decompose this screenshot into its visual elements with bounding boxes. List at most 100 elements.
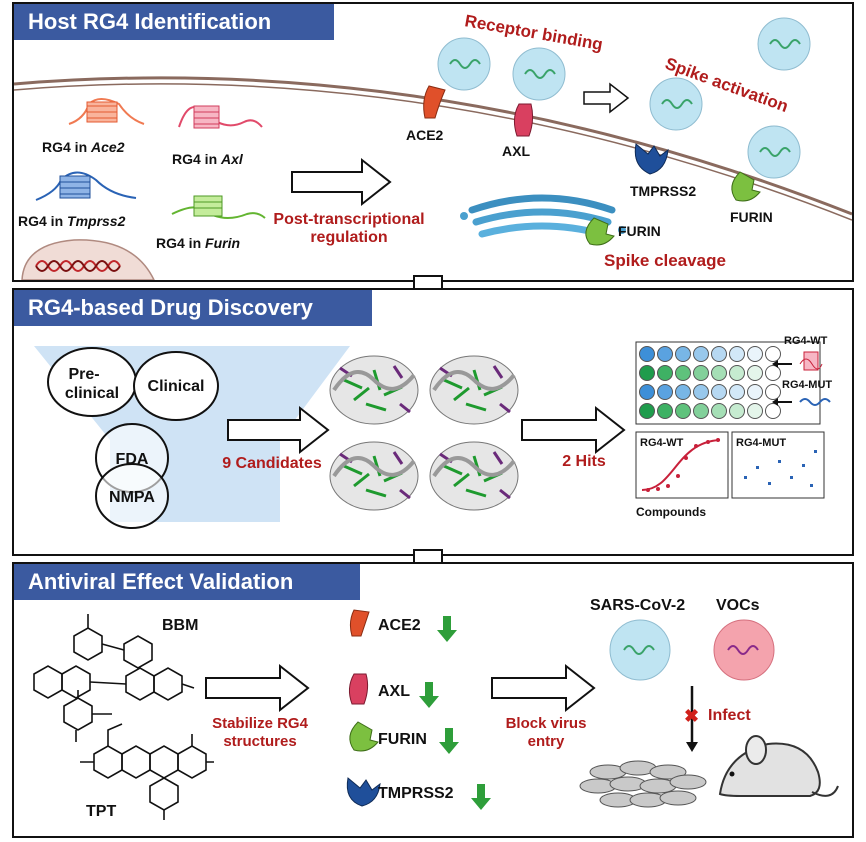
mut-data-point (790, 476, 793, 479)
panel-2-graphic: Pre- clinical Clinical FDA NMPA 9 Candid… (34, 335, 832, 529)
panel-drug-discovery: Pre- clinical Clinical FDA NMPA 9 Candid… (12, 288, 854, 556)
nmpa-circle (95, 463, 169, 529)
nucleus (21, 239, 155, 280)
block-arrow (491, 663, 596, 713)
mut-data-point (802, 464, 805, 467)
down-arrow-icon (471, 784, 491, 810)
sars-cov-2-virus-icon (609, 619, 671, 681)
rg4-ace2-structure (68, 98, 145, 125)
wt-data-point (716, 438, 720, 442)
stabilize-label-1: Stabilize RG4 (212, 715, 309, 732)
well (675, 346, 691, 362)
well (657, 403, 673, 419)
rg4-ligand-structure (429, 355, 519, 425)
mut-data-point (756, 466, 759, 469)
tmprss2-label: TMPRSS2 (630, 183, 696, 199)
furin-golgi-label: FURIN (618, 223, 661, 239)
well (693, 403, 709, 419)
regulation-arrow (291, 157, 392, 207)
well (729, 346, 745, 362)
compounds-label: Compounds (636, 505, 706, 519)
tmprss2-receptor (634, 143, 669, 175)
well (729, 365, 745, 381)
rg4-furin-structure (171, 195, 266, 219)
well (657, 365, 673, 381)
rg4-mut-icon (799, 398, 831, 406)
ace2-icon (349, 609, 370, 637)
rg4-furin-label: RG4 in Furin (156, 235, 240, 251)
well (675, 403, 691, 419)
panel-antiviral-validation: BBM TPT Stabilize RG4 structures ACE2 AX… (12, 562, 854, 838)
furin-membrane-label: FURIN (730, 209, 773, 225)
block-label-2: entry (528, 733, 565, 750)
target-axl-label: AXL (378, 683, 410, 700)
furin-membrane-receptor (731, 171, 761, 202)
panel-1-title: Host RG4 Identification (14, 4, 334, 40)
mouse-icon (718, 735, 839, 797)
clinical-label: Clinical (148, 378, 205, 395)
candidates-arrow (227, 405, 330, 455)
wt-data-point (706, 440, 710, 444)
rg4-ligand-structure (329, 355, 419, 425)
well (765, 403, 781, 419)
rg4-wt-plot (635, 431, 729, 499)
virus-icon (649, 77, 703, 131)
well (711, 365, 727, 381)
dna-helix (35, 260, 121, 272)
axl-receptor (513, 103, 534, 137)
target-furin-label: FURIN (378, 731, 427, 748)
well (765, 346, 781, 362)
vocs-label: VOCs (716, 597, 760, 614)
mut-data-point (778, 460, 781, 463)
well (765, 365, 781, 381)
virus-icon (437, 37, 491, 91)
panel-3-title: Antiviral Effect Validation (14, 564, 360, 600)
well (675, 384, 691, 400)
well (639, 384, 655, 400)
panel-1-graphic: RG4 in Ace2 RG4 in Axl RG4 in Tmprss2 RG… (14, 11, 852, 280)
rg4-ligand-structure (429, 441, 519, 511)
axl-label: AXL (502, 143, 530, 159)
well (639, 365, 655, 381)
well (747, 403, 763, 419)
rg4-axl-label: RG4 in Axl (172, 151, 244, 167)
sars-cov-2-label: SARS-CoV-2 (590, 597, 685, 614)
panel-3-graphic: BBM TPT Stabilize RG4 structures ACE2 AX… (33, 597, 839, 820)
well (729, 403, 745, 419)
activation-arrow (583, 82, 630, 114)
block-label-1: Block virus (506, 715, 587, 732)
well (711, 384, 727, 400)
wt-data-point (656, 487, 660, 491)
well (747, 346, 763, 362)
rg4-ligand-structure (329, 441, 419, 511)
wt-data-point (684, 456, 688, 460)
well (657, 384, 673, 400)
post-transcriptional-label: Post-transcriptional (273, 211, 424, 228)
voc-virus-icon (713, 619, 775, 681)
preclinical-label-2: clinical (65, 385, 119, 402)
virus-icon (757, 17, 811, 71)
infect-label: Infect (708, 707, 751, 724)
well (765, 384, 781, 400)
rg4-tmprss2-structure (35, 171, 137, 201)
preclinical-label-1: Pre- (68, 366, 99, 383)
stabilize-arrow (205, 663, 310, 713)
panel-2-title: RG4-based Drug Discovery (14, 290, 372, 326)
well-grid (639, 346, 781, 419)
rg4-mut-plot (731, 431, 825, 499)
well (639, 346, 655, 362)
wt-data-point (646, 488, 650, 492)
target-ace2-label: ACE2 (378, 617, 421, 634)
axl-icon (348, 673, 369, 705)
down-arrow-icon (439, 728, 459, 754)
well (747, 384, 763, 400)
plot-mut-title: RG4-MUT (736, 437, 786, 449)
hits-arrow (521, 405, 626, 455)
well (639, 403, 655, 419)
bbm-label: BBM (162, 617, 198, 634)
well (747, 365, 763, 381)
panel-host-rg4: RG4 in Ace2 RG4 in Axl RG4 in Tmprss2 RG… (12, 2, 854, 282)
virus-icon (747, 125, 801, 179)
stabilize-label-2: structures (223, 733, 296, 750)
